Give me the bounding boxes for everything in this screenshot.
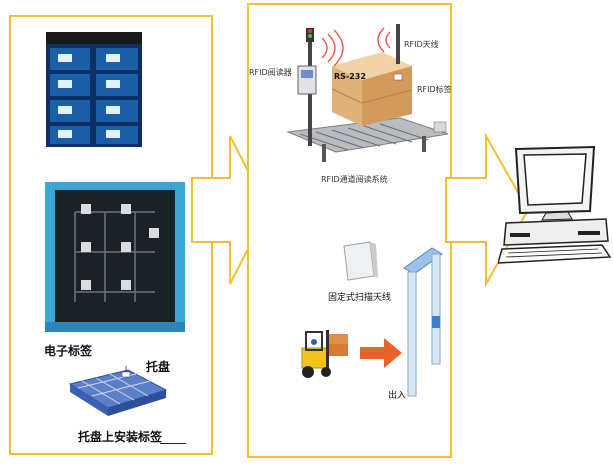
label-rfid-tag: RFID标签 [417, 85, 452, 94]
label-pallet: 托盘 [146, 360, 171, 374]
arrow-right-icon-2 [444, 130, 530, 290]
label-fixed-antenna: 固定式扫描天线 [328, 293, 392, 303]
label-rfid-system: RFID通道阅读系统 [321, 175, 388, 184]
fixed-antenna-icon [340, 240, 378, 284]
gate-icon [402, 244, 446, 400]
label-install-tag: 托盘上安装标签 [78, 430, 163, 444]
pallet-icon [62, 366, 170, 424]
tray-photo [45, 182, 185, 332]
label-rfid-antenna: RFID天线 [404, 40, 439, 49]
conveyor-icon [282, 22, 450, 172]
computer-icon [498, 145, 612, 265]
label-in-out: 出入 [388, 391, 407, 401]
forklift-icon [298, 326, 354, 382]
push-arrow-icon [360, 338, 402, 368]
label-rfid-reader: RFID阅读器 [249, 68, 292, 77]
underline [160, 443, 186, 444]
label-rs232: RS-232 [334, 72, 366, 81]
crate-photo [46, 32, 142, 147]
label-electronic-tag: 电子标签 [44, 344, 93, 358]
